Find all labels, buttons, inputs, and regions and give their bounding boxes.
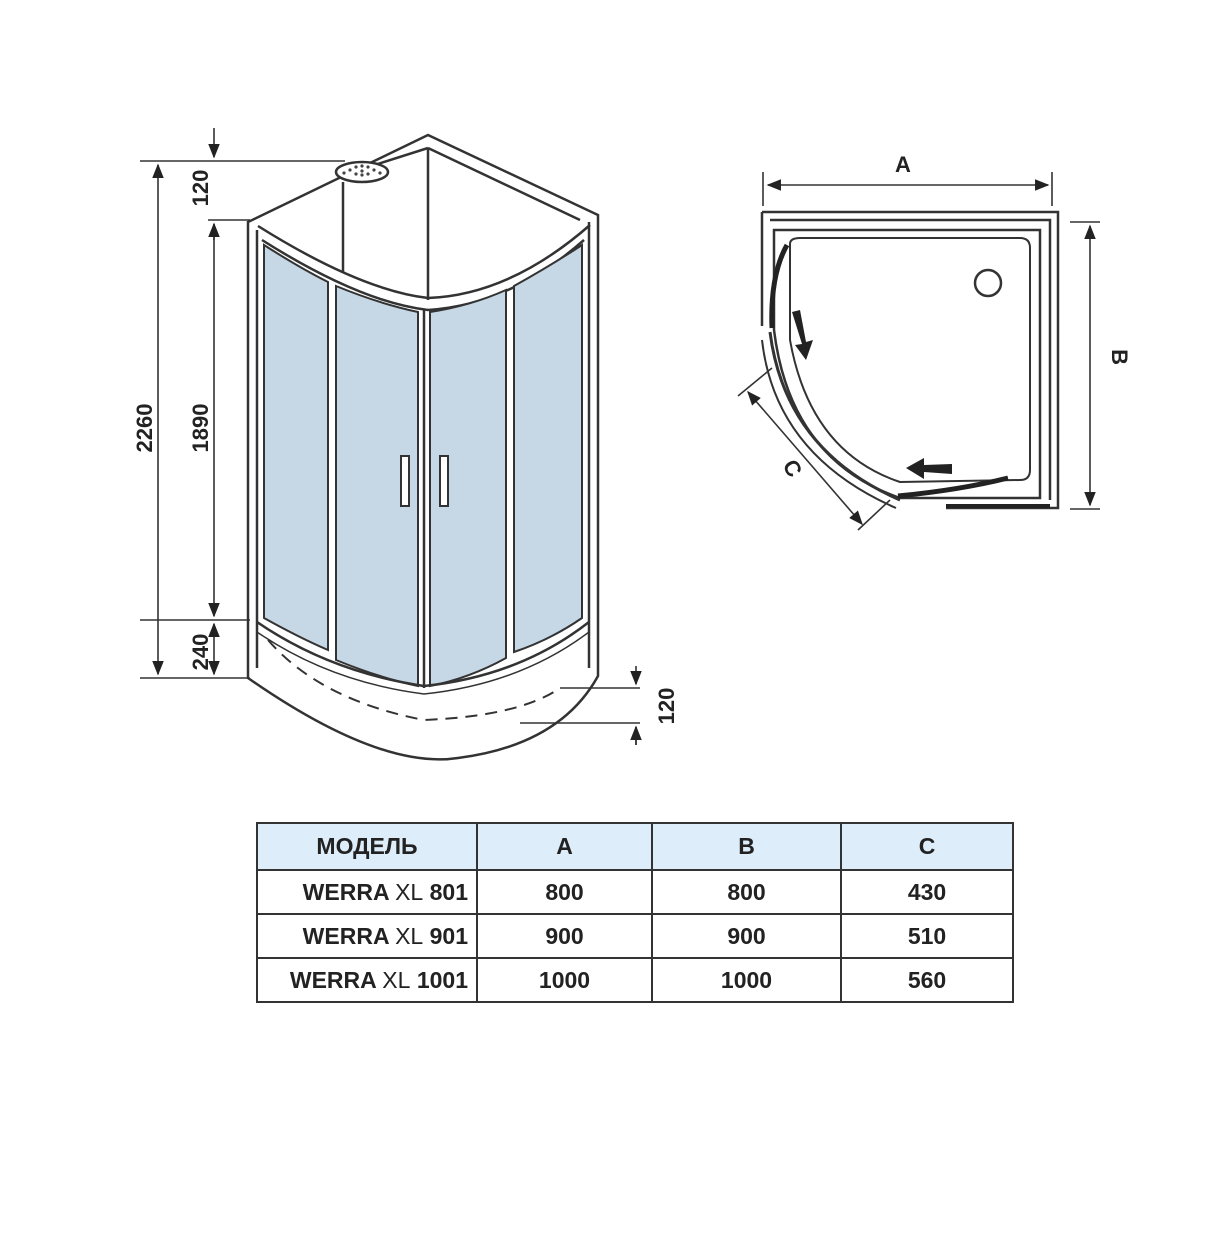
dim-label-2260: 2260 [132, 404, 157, 453]
model-name: WERRA XL 901 [256, 913, 478, 959]
value-a: 900 [476, 913, 653, 959]
value-a: 800 [476, 869, 653, 915]
arrow-down-icon [792, 310, 813, 360]
header-c: C [840, 822, 1014, 871]
value-c: 510 [840, 913, 1014, 959]
value-b: 900 [651, 913, 842, 959]
front-view-dim-labels: 2260 120 1890 240 120 [132, 170, 679, 725]
model-dimensions-table: МОДЕЛЬ A B C WERRA XL 801 800 800 430 WE… [256, 822, 1014, 1003]
door-direction-arrows [792, 310, 952, 479]
front-view-dimensions [140, 128, 642, 745]
label-c: C [778, 455, 808, 481]
front-view-cabin [246, 133, 600, 761]
dim-label-240: 240 [188, 634, 213, 671]
arrow-left-icon [906, 458, 952, 479]
label-b: B [1107, 349, 1132, 365]
sliding-door-right [897, 475, 1009, 499]
top-view-plan [760, 210, 1060, 510]
value-c: 430 [840, 869, 1014, 915]
label-a: A [895, 152, 911, 177]
door-handle-right [439, 455, 449, 507]
header-b: B [651, 822, 842, 871]
header-a: A [476, 822, 653, 871]
dim-label-120-tray: 120 [654, 688, 679, 725]
value-b: 800 [651, 869, 842, 915]
table-row: WERRA XL 901 900 900 510 [256, 913, 1014, 959]
header-model: МОДЕЛЬ [256, 822, 478, 871]
shower-head-icon [334, 160, 390, 272]
sliding-door-left [769, 243, 790, 329]
tray-outline [772, 228, 1042, 500]
model-name: WERRA XL 1001 [256, 957, 478, 1003]
dim-label-120-top: 120 [188, 170, 213, 207]
door-handle-left [400, 455, 410, 507]
value-c: 560 [840, 957, 1014, 1003]
value-a: 1000 [476, 957, 653, 1003]
table-row: WERRA XL 1001 1000 1000 560 [256, 957, 1014, 1003]
dim-label-1890: 1890 [188, 404, 213, 453]
tray-dashed-outline [267, 639, 561, 722]
table-header-row: МОДЕЛЬ A B C [256, 822, 1014, 871]
drain-icon [973, 268, 1003, 298]
top-view-dimensions [737, 172, 1100, 531]
model-name: WERRA XL 801 [256, 869, 478, 915]
value-b: 1000 [651, 957, 842, 1003]
glass-panel-left [263, 243, 329, 652]
glass-panel-right [513, 243, 583, 654]
table-row: WERRA XL 801 800 800 430 [256, 869, 1014, 915]
